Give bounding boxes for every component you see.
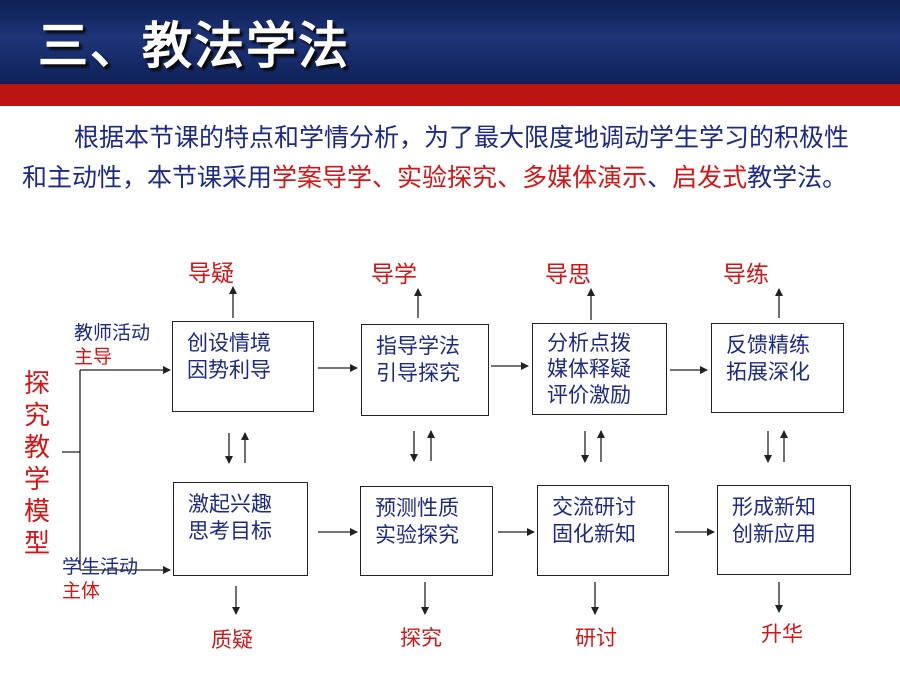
model-char: 学 <box>23 465 50 495</box>
stage-label-top: 导疑 <box>188 261 234 287</box>
box-line: 固化新知 <box>552 522 636 546</box>
stage-label-bottom: 升华 <box>761 622 803 646</box>
stage-label-bottom: 研讨 <box>575 626 617 650</box>
teacher-step-box: 反馈精练 拓展深化 <box>711 323 844 413</box>
box-line: 指导学法 <box>376 334 460 358</box>
model-char: 型 <box>23 529 50 559</box>
teacher-step-box: 创设情境 因势利导 <box>172 321 314 412</box>
teacher-step-box: 指导学法 引导探究 <box>361 324 489 416</box>
box-line: 交流研讨 <box>552 495 636 519</box>
student-activity-label: 学生活动 主体 <box>62 555 138 603</box>
student-step-box: 形成新知 创新应用 <box>717 485 851 575</box>
student-role-text: 主体 <box>62 580 101 602</box>
box-line: 思考目标 <box>188 519 272 543</box>
teacher-step-box: 分析点拨 媒体释疑 评价激励 <box>532 323 667 415</box>
box-line: 引导探究 <box>376 361 460 385</box>
teacher-activity-label: 教师活动 主导 <box>74 321 150 369</box>
box-line: 创新应用 <box>732 522 816 546</box>
separator: 、 <box>497 163 523 192</box>
separator: 、 <box>372 163 398 192</box>
student-step-box: 交流研讨 固化新知 <box>537 485 669 576</box>
red-divider-band <box>0 84 900 106</box>
stage-label-top: 导练 <box>723 262 769 288</box>
intro-text-1: 根据本节课的特点和学情分析，为了最大限度地调动学生学习的积极性和主动性，本节课采… <box>22 123 850 192</box>
intro-text-2: 教学法。 <box>747 163 848 192</box>
inquiry-teaching-model-label: 探 究 教 学 模 型 <box>22 368 52 560</box>
box-line: 激起兴趣 <box>188 492 272 516</box>
student-step-box: 预测性质 实验探究 <box>360 486 493 576</box>
student-step-box: 激起兴趣 思考目标 <box>173 482 308 576</box>
teacher-activity-text: 教师活动 <box>74 322 151 344</box>
teacher-role-text: 主导 <box>74 346 113 368</box>
box-line: 反馈精练 <box>726 333 810 357</box>
box-line: 创设情境 <box>187 331 271 355</box>
title-banner: 三、教法学法 <box>0 0 900 84</box>
box-line: 分析点拨 <box>547 331 631 355</box>
stage-label-top: 导学 <box>371 262 417 288</box>
slide-title: 三、教法学法 <box>38 17 350 75</box>
stage-label-bottom: 质疑 <box>211 628 253 652</box>
model-char: 教 <box>23 433 50 463</box>
method-experiment: 实验探究 <box>397 163 498 192</box>
separator: 、 <box>647 163 673 192</box>
student-activity-text: 学生活动 <box>62 556 139 578</box>
box-line: 媒体释疑 <box>547 357 631 381</box>
box-line: 实验探究 <box>375 523 459 547</box>
stage-label-bottom: 探究 <box>400 626 442 650</box>
model-char: 模 <box>23 497 50 527</box>
box-line: 预测性质 <box>375 496 459 520</box>
method-multimedia: 多媒体演示 <box>522 163 648 192</box>
method-heuristic: 启发式 <box>672 163 748 192</box>
model-char: 探 <box>23 369 50 399</box>
model-char: 究 <box>23 401 50 431</box>
box-line: 拓展深化 <box>726 360 810 384</box>
box-line: 形成新知 <box>732 495 816 519</box>
box-line: 因势利导 <box>187 358 271 382</box>
method-guided-study: 学案导学 <box>272 163 373 192</box>
box-line: 评价激励 <box>547 383 631 407</box>
intro-paragraph: 根据本节课的特点和学情分析，为了最大限度地调动学生学习的积极性和主动性，本节课采… <box>22 118 862 198</box>
stage-label-top: 导思 <box>545 262 591 288</box>
